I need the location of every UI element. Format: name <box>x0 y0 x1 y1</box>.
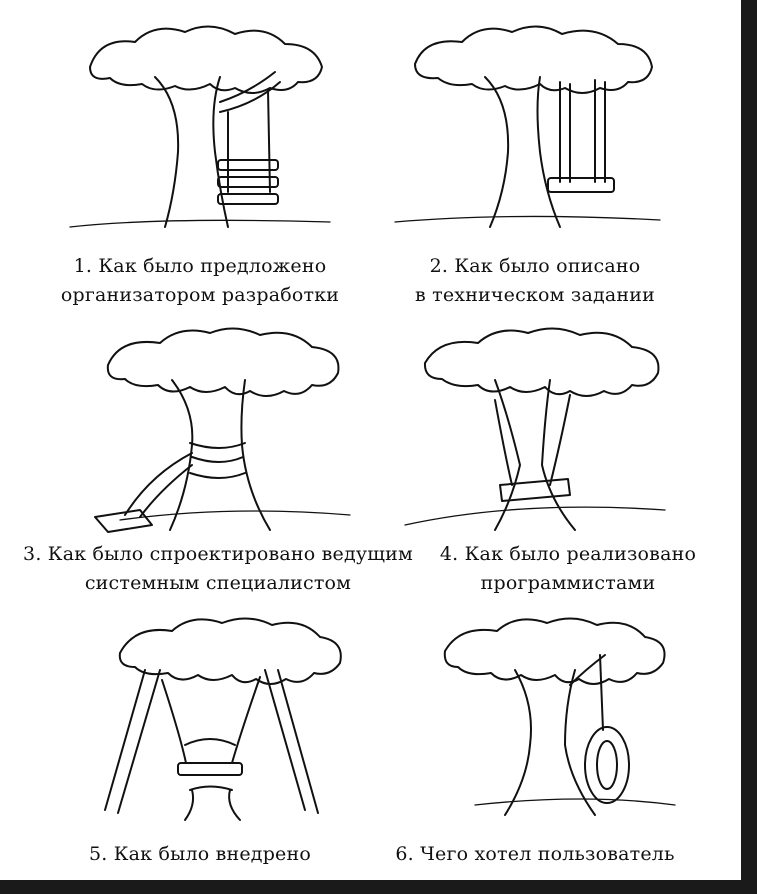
swing-ropes <box>559 79 606 183</box>
ground-line <box>474 798 676 806</box>
caption-line: 3. Как было спроектировано ведущим <box>23 543 413 565</box>
tree-canopy <box>106 327 340 397</box>
ground-line <box>69 219 331 228</box>
caption-line: 1. Как было предложено <box>73 255 327 277</box>
tire-rope <box>599 654 604 731</box>
swing-seat <box>177 762 243 776</box>
swing-ropes <box>161 676 261 764</box>
swing-seat <box>547 177 615 193</box>
tree-canopy <box>443 617 666 685</box>
comic-sheet: 1. Как было предложено организатором раз… <box>0 0 741 880</box>
swing-frame-right <box>264 669 319 814</box>
tire <box>584 726 630 804</box>
swing-ropes <box>227 89 271 193</box>
panel-1-drawing <box>69 25 331 228</box>
tree-trunk <box>504 669 596 816</box>
tree-stump <box>184 785 241 821</box>
caption-line: 2. Как было описано <box>429 255 641 277</box>
cut-tree-top <box>184 738 236 746</box>
tree-canopy <box>89 25 323 94</box>
swing-seats <box>217 159 279 205</box>
ground-line <box>119 510 351 521</box>
panel-5-caption: 5. Как было внедрено <box>60 840 340 869</box>
panel-5-drawing <box>104 617 342 821</box>
caption-line: организатором разработки <box>60 284 340 306</box>
caption-line: системным специалистом <box>84 572 352 594</box>
panel-2-caption: 2. Как было описано в техническом задани… <box>375 252 695 310</box>
tree-canopy <box>423 327 660 397</box>
caption-line: в техническом задании <box>414 284 656 306</box>
panel-4-drawing <box>404 327 666 531</box>
ground-line <box>404 506 666 526</box>
tree-trunk <box>154 76 229 228</box>
panel-6-drawing <box>443 617 676 816</box>
caption-line: 5. Как было внедрено <box>88 843 312 865</box>
panel-4-caption: 4. Как было реализовано программистами <box>408 540 728 598</box>
branch <box>569 654 606 686</box>
swing-ropes <box>124 452 193 518</box>
ground-line <box>394 215 661 223</box>
caption-line: программистами <box>480 572 656 594</box>
branch <box>219 71 281 113</box>
rope-around-trunk <box>189 442 246 479</box>
tree-trunk <box>169 379 271 531</box>
tree-canopy <box>118 617 342 685</box>
shadow-border-bottom <box>0 880 757 894</box>
panel-6-caption: 6. Чего хотел пользователь <box>375 840 695 869</box>
tree-canopy <box>414 25 653 94</box>
tree-trunk <box>484 76 561 228</box>
swing-seat <box>94 509 153 533</box>
tire-inner <box>596 740 618 790</box>
caption-line: 4. Как было реализовано <box>439 543 697 565</box>
swing-ropes <box>494 394 571 486</box>
panel-3-caption: 3. Как было спроектировано ведущим систе… <box>8 540 428 598</box>
panel-2-drawing <box>394 25 661 228</box>
panel-1-caption: 1. Как было предложено организатором раз… <box>40 252 360 310</box>
panel-3-drawing <box>94 327 351 533</box>
swing-seat <box>499 478 571 502</box>
shadow-border-right <box>741 0 757 894</box>
caption-line: 6. Чего хотел пользователь <box>395 843 675 865</box>
swing-frame-left <box>104 669 161 814</box>
